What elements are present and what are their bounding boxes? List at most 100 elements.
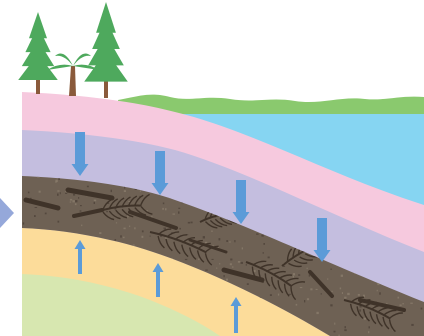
debris-speck (57, 190, 59, 191)
debris-speck (340, 288, 341, 290)
debris-speck (75, 200, 77, 202)
debris-speck (185, 259, 187, 260)
debris-speck (134, 227, 135, 229)
debris-speck (211, 231, 213, 232)
debris-speck (261, 235, 263, 237)
debris-speck (111, 190, 112, 192)
chevron-right-icon (0, 198, 14, 228)
debris-speck (238, 261, 240, 263)
debris-speck (70, 199, 72, 201)
debris-speck (229, 242, 231, 243)
conifer-tree-icon (84, 2, 128, 98)
debris-speck (310, 288, 312, 290)
debris-speck (70, 202, 72, 203)
debris-speck (379, 292, 381, 294)
debris-speck (232, 266, 233, 268)
debris-speck (115, 239, 117, 241)
debris-speck (289, 294, 291, 295)
debris-speck (219, 238, 221, 240)
debris-speck (321, 293, 322, 294)
debris-speck (187, 234, 188, 235)
debris-speck (35, 207, 38, 208)
debris-speck (150, 236, 151, 237)
debris-speck (60, 192, 61, 194)
debris-speck (256, 233, 259, 234)
debris-speck (72, 200, 75, 202)
debris-speck (307, 298, 309, 300)
debris-speck (55, 180, 57, 182)
debris-speck (345, 326, 346, 328)
debris-speck (296, 304, 298, 306)
debris-speck (116, 222, 117, 223)
debris-speck (58, 221, 60, 223)
debris-speck (203, 236, 205, 238)
debris-speck (358, 294, 360, 296)
debris-speck (124, 190, 126, 192)
debris-speck (377, 290, 378, 292)
debris-speck (142, 230, 144, 232)
debris-speck (162, 208, 164, 210)
debris-speck (369, 326, 370, 328)
tree-foliage (18, 54, 58, 80)
debris-speck (28, 192, 30, 194)
debris-speck (331, 269, 332, 270)
debris-speck (230, 263, 232, 265)
debris-speck (331, 291, 332, 292)
debris-speck (293, 273, 295, 275)
debris-speck (247, 283, 249, 285)
debris-speck (270, 294, 272, 296)
debris-speck (106, 211, 108, 212)
debris-speck (212, 259, 214, 260)
debris-speck (400, 305, 402, 306)
debris-speck (347, 293, 350, 295)
trees-group (18, 2, 128, 98)
debris-speck (234, 240, 235, 242)
debris-speck (129, 226, 130, 227)
debris-speck (226, 240, 228, 242)
debris-speck (402, 303, 404, 304)
debris-speck (123, 237, 125, 239)
debris-speck (226, 279, 228, 281)
debris-speck (268, 257, 270, 259)
debris-speck (327, 278, 328, 279)
debris-speck (165, 208, 167, 210)
debris-speck (344, 329, 346, 331)
debris-speck (39, 191, 41, 193)
debris-speck (198, 258, 199, 260)
debris-speck (173, 214, 176, 215)
debris-speck (188, 222, 190, 224)
debris-speck (151, 216, 153, 217)
debris-speck (298, 274, 300, 276)
conifer-tree-icon (18, 12, 58, 94)
debris-speck (163, 203, 165, 205)
debris-speck (263, 243, 265, 245)
debris-speck (307, 268, 308, 269)
palm-trunk (69, 66, 76, 96)
debris-speck (124, 228, 126, 230)
debris-speck (80, 205, 82, 206)
debris-speck (410, 303, 413, 304)
debris-speck (142, 236, 144, 238)
debris-speck (421, 308, 423, 310)
debris-speck (316, 312, 318, 314)
debris-speck (133, 245, 135, 246)
debris-speck (304, 300, 305, 302)
debris-speck (263, 252, 264, 254)
debris-speck (330, 304, 332, 306)
debris-speck (73, 194, 75, 196)
debris-speck (342, 292, 343, 294)
debris-speck (278, 294, 279, 296)
debris-speck (140, 191, 141, 192)
debris-speck (23, 222, 25, 224)
debris-speck (246, 264, 247, 266)
debris-speck (359, 309, 361, 311)
debris-speck (81, 225, 82, 227)
debris-speck (34, 215, 36, 217)
debris-speck (344, 297, 346, 299)
debris-speck (242, 247, 243, 249)
debris-speck (398, 297, 400, 299)
debris-speck (293, 276, 294, 278)
debris-speck (334, 331, 336, 333)
palm-leaf (55, 54, 73, 66)
